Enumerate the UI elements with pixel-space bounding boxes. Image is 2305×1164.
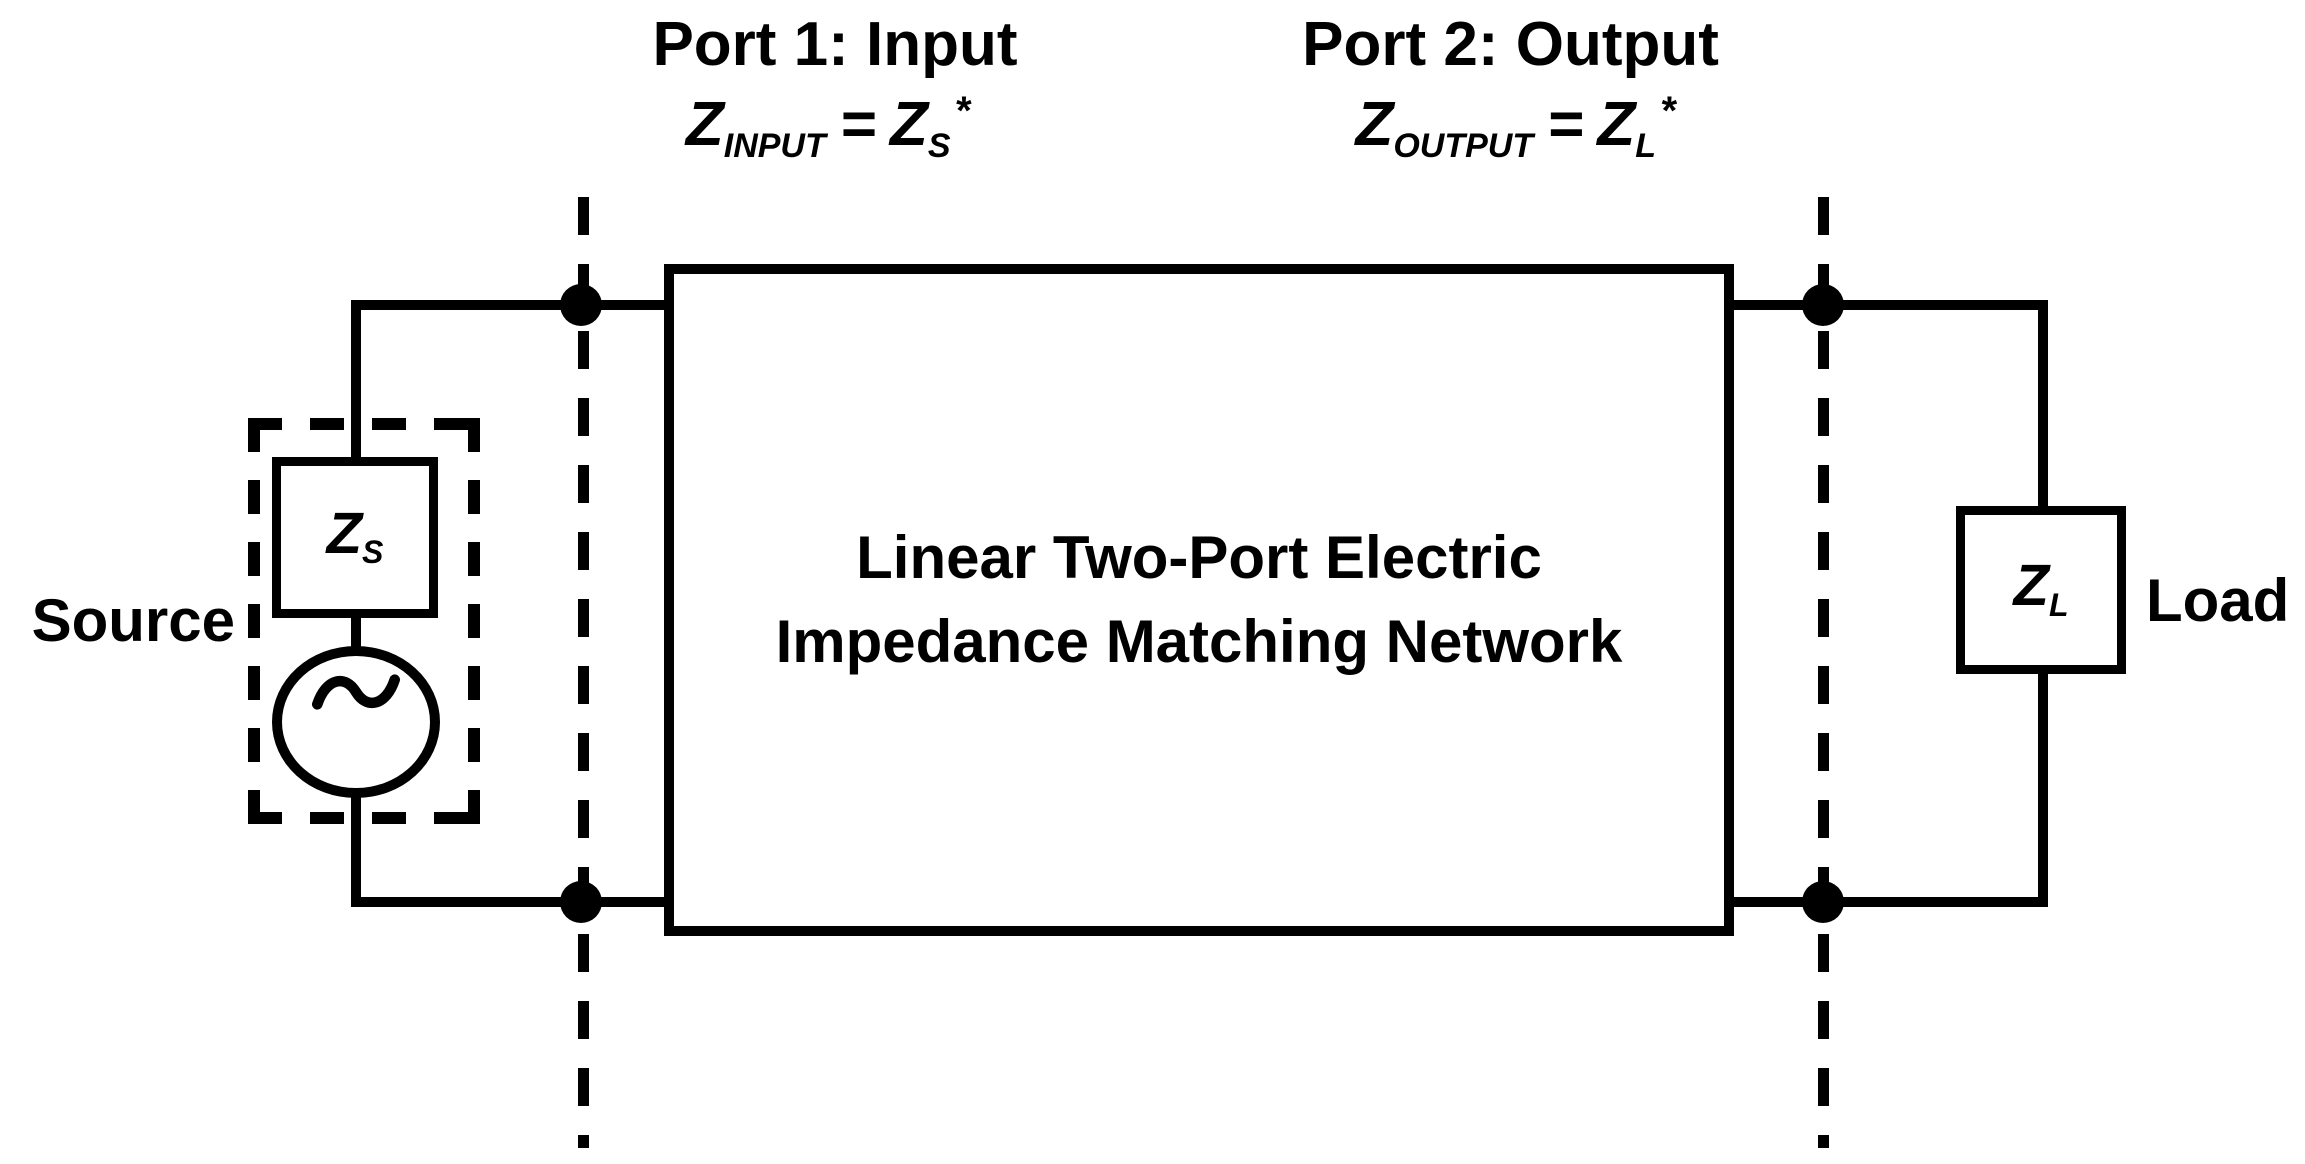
source-dashed-box-left xyxy=(248,418,260,824)
source-impedance-label: ZS xyxy=(327,504,384,571)
impedance-subscript: S xyxy=(362,534,384,571)
formula-subscript: OUTPUT xyxy=(1393,126,1534,165)
conjugate-star: * xyxy=(954,89,971,134)
formula-z: Z xyxy=(889,90,928,159)
load-impedance-label: ZL xyxy=(2014,557,2069,623)
formula-z: Z xyxy=(1597,90,1636,159)
impedance-z: Z xyxy=(2013,553,2049,618)
port2-reference-dashed-line xyxy=(1818,197,1829,1148)
equals-sign: = xyxy=(1547,90,1584,159)
formula-z: Z xyxy=(1355,90,1394,159)
wire-top-left xyxy=(351,300,674,310)
formula-subscript: L xyxy=(1635,126,1656,165)
source-dashed-box-right xyxy=(468,418,480,824)
wire-source-top-vertical xyxy=(351,300,361,461)
port1-reference-dashed-line xyxy=(578,197,589,1148)
wire-top-right xyxy=(1724,300,2048,310)
impedance-subscript: L xyxy=(2048,586,2069,623)
wire-source-bottom-vertical xyxy=(351,793,361,907)
source-label: Source xyxy=(31,587,235,654)
load-label: Load xyxy=(2146,567,2290,634)
wire-source-impedance-link xyxy=(351,614,361,652)
wire-bottom-right xyxy=(1724,897,2048,907)
port2-impedance-formula: ZOUTPUT=ZL* xyxy=(1263,89,1768,167)
formula-subscript: INPUT xyxy=(723,126,826,165)
conjugate-star: * xyxy=(1659,89,1676,134)
network-box-label: Linear Two-Port Electric Impedance Match… xyxy=(776,516,1623,684)
source-impedance-box: ZS xyxy=(272,457,438,618)
equals-sign: = xyxy=(839,90,876,159)
junction-dot-port2-bottom xyxy=(1802,881,1844,923)
source-dashed-box-bottom xyxy=(248,812,480,824)
source-dashed-box-top xyxy=(248,418,480,430)
wire-bottom-left xyxy=(351,897,674,907)
network-box: Linear Two-Port Electric Impedance Match… xyxy=(664,264,1734,936)
formula-z: Z xyxy=(685,90,724,159)
port2-title: Port 2: Output xyxy=(1302,10,1719,79)
junction-dot-port1-top xyxy=(560,284,602,326)
port1-impedance-formula: ZINPUT=ZS* xyxy=(578,89,1078,167)
network-label-line1: Linear Two-Port Electric xyxy=(856,524,1542,591)
ac-source-sine-icon xyxy=(312,674,400,710)
wire-load-bottom-vertical xyxy=(2038,670,2048,907)
ac-source-circle xyxy=(272,646,440,798)
junction-dot-port1-bottom xyxy=(560,881,602,923)
load-impedance-box: ZL xyxy=(1956,506,2126,674)
network-label-line2: Impedance Matching Network xyxy=(775,608,1623,675)
junction-dot-port2-top xyxy=(1802,284,1844,326)
port1-title: Port 1: Input xyxy=(652,10,1018,79)
impedance-z: Z xyxy=(326,500,363,566)
wire-load-top-vertical xyxy=(2038,300,2048,512)
formula-subscript: S xyxy=(927,126,951,165)
